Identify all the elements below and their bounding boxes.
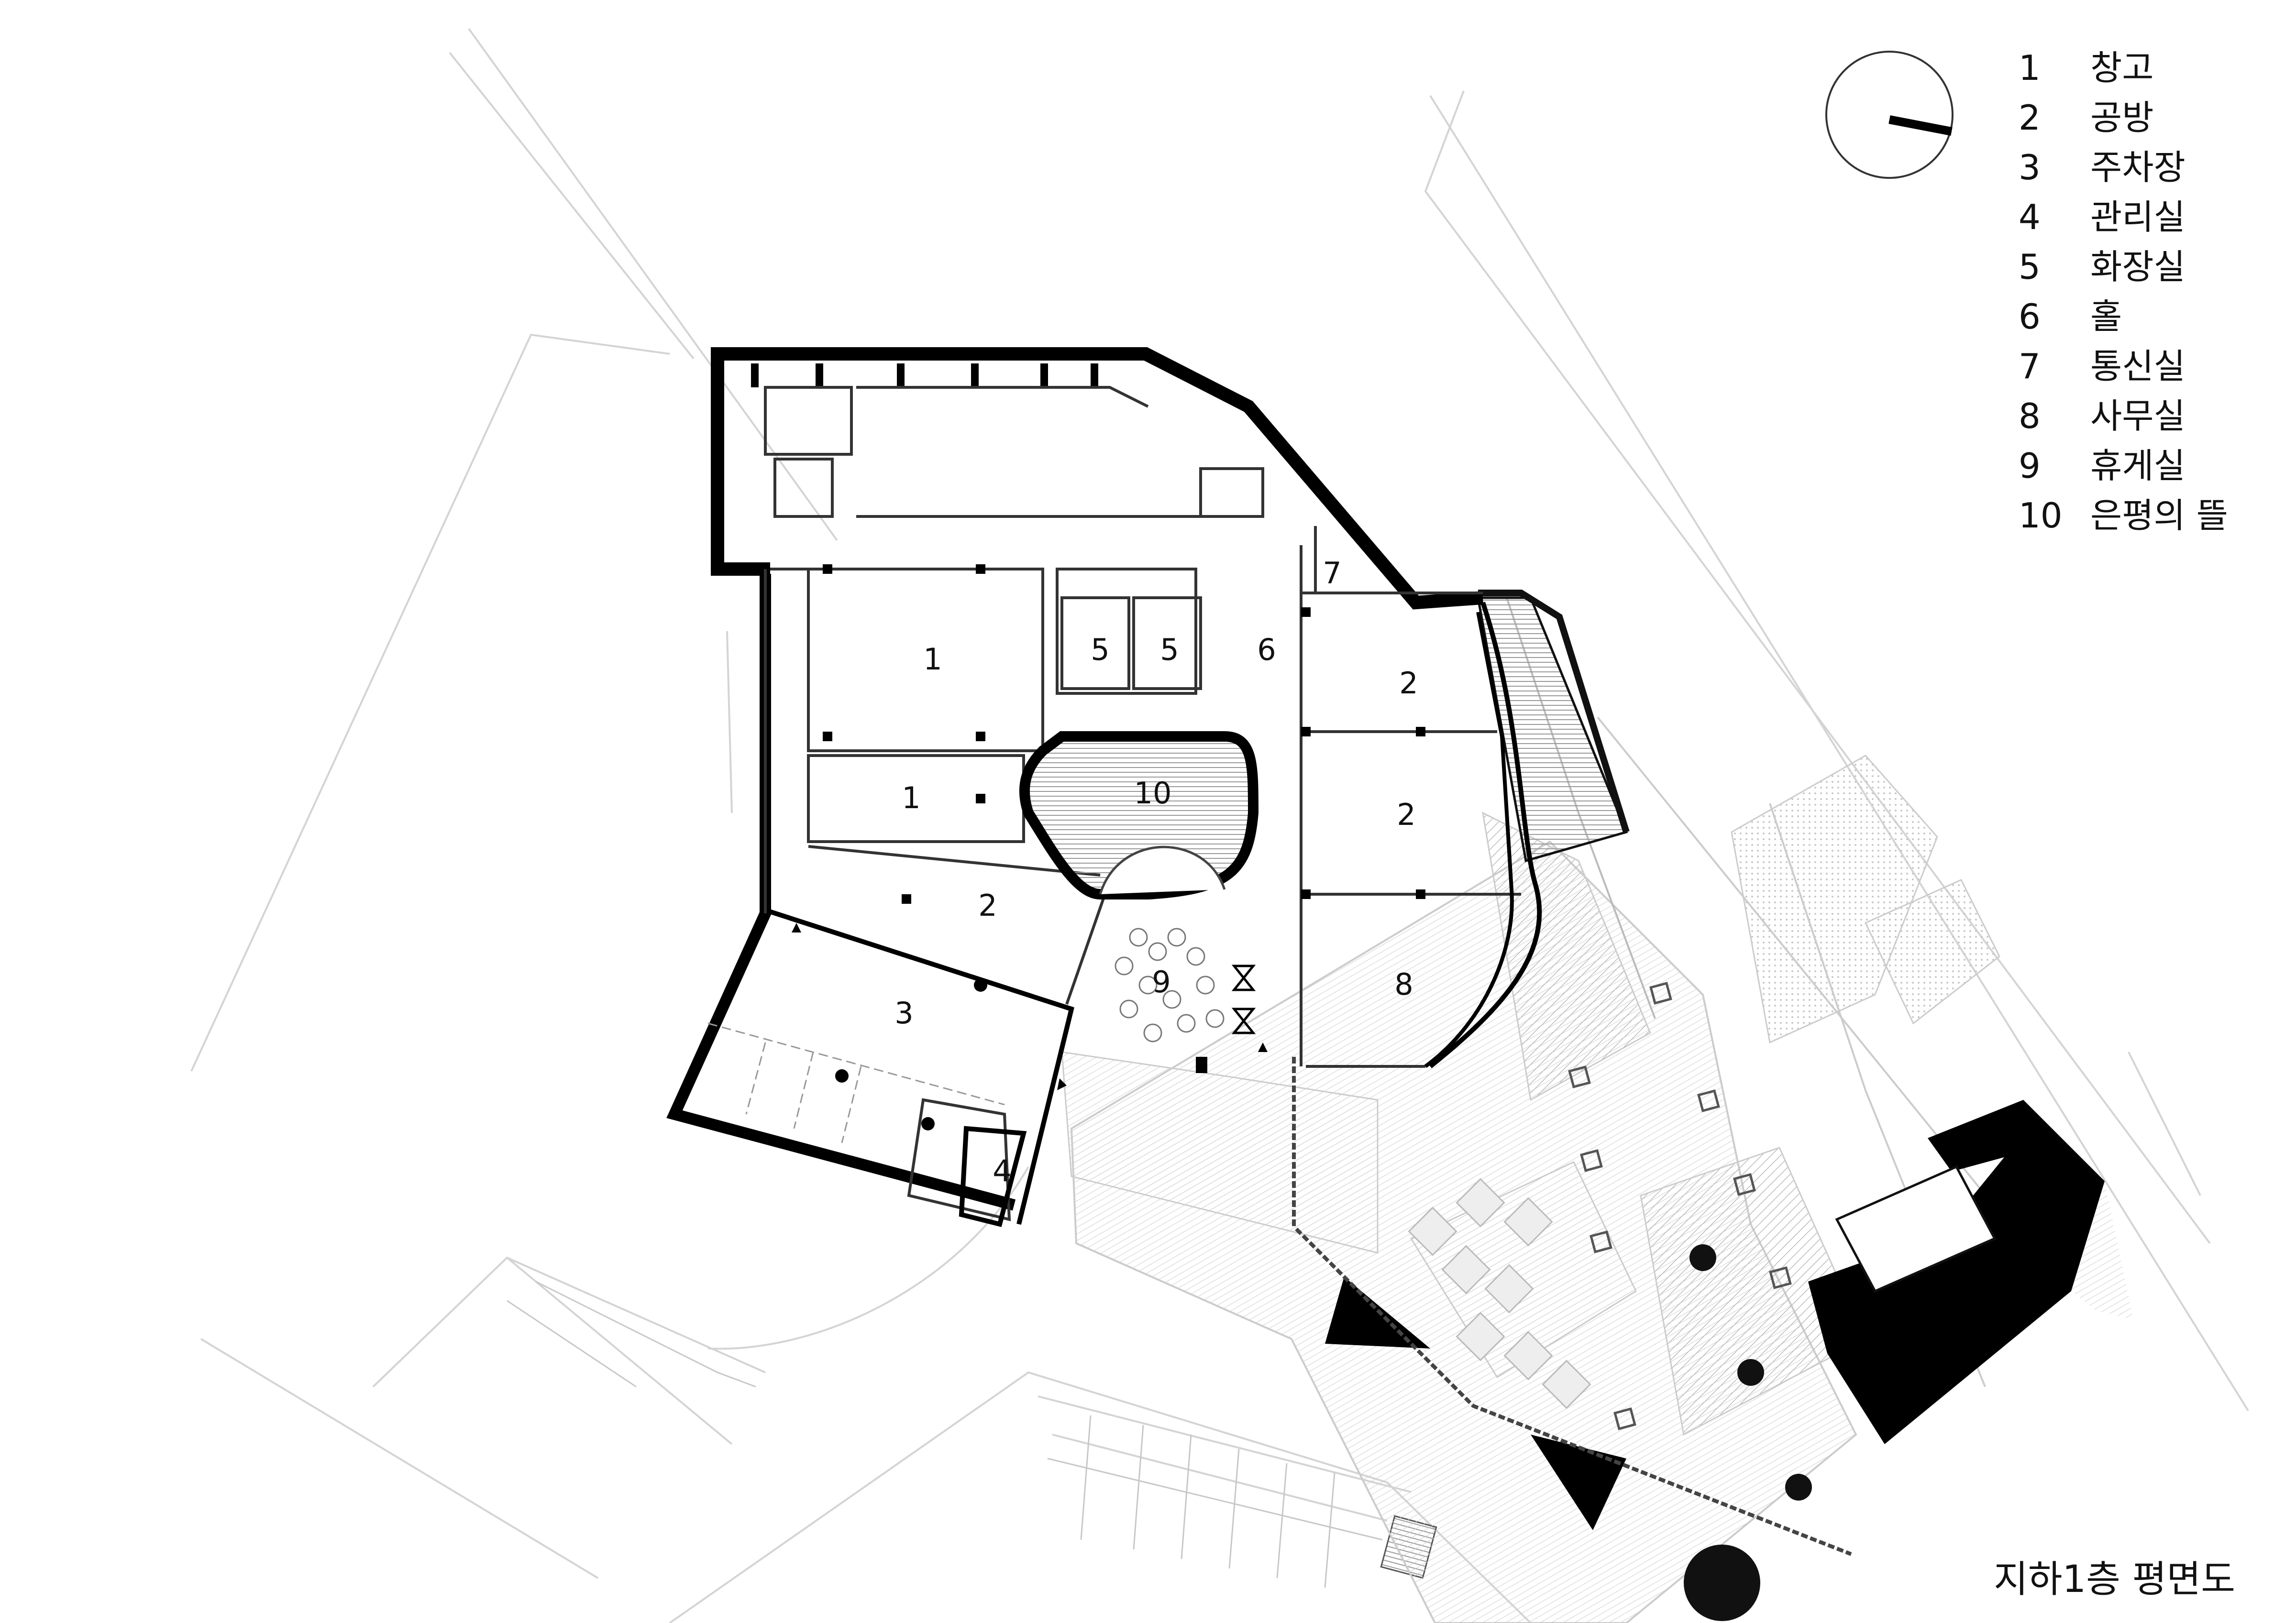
room-9-label: 9 [1152, 965, 1170, 999]
north-arrow-icon [1825, 51, 1954, 179]
legend-label: 홀 [2090, 296, 2122, 337]
legend-item: 2 공방 [2019, 93, 2228, 143]
legend-label: 통신실 [2090, 346, 2186, 386]
building [666, 347, 1542, 1228]
plaza-diamonds [1408, 1178, 1591, 1409]
legend-label: 휴게실 [2090, 446, 2186, 486]
room-8-label: 8 [1394, 967, 1413, 1002]
legend-label: 주차장 [2090, 147, 2186, 187]
legend-number: 5 [2019, 247, 2041, 287]
legend-label: 은평의 뜰 [2090, 495, 2228, 536]
room-1-label: 1 [902, 780, 920, 815]
plaza-features [1568, 982, 1792, 1430]
room-2-label: 2 [1399, 666, 1418, 701]
legend-label: 창고 [2090, 48, 2154, 88]
legend-number: 3 [2019, 147, 2041, 187]
site-context [190, 28, 2249, 1623]
legend-number: 2 [2019, 98, 2041, 138]
parking-stalls [507, 1281, 1383, 1588]
legend-item: 5 화장실 [2019, 242, 2228, 292]
legend-item: 10 은평의 뜰 [2019, 491, 2228, 540]
courtyard [1019, 731, 1259, 899]
room-6-label: 6 [1257, 632, 1276, 667]
room-5-label: 5 [1091, 632, 1109, 667]
legend-label: 공방 [2090, 98, 2154, 138]
legend-number: 7 [2019, 346, 2041, 386]
legend-item: 1 창고 [2019, 43, 2228, 93]
legend-item: 9 휴게실 [2019, 441, 2228, 491]
room-2-label: 2 [1397, 797, 1415, 832]
room-1-label: 1 [923, 642, 942, 677]
legend-item: 7 통신실 [2019, 341, 2228, 391]
stools [1231, 965, 1256, 1034]
exterior-stair [1477, 590, 1630, 863]
legend-label: 사무실 [2090, 396, 2186, 436]
legend-number: 6 [2019, 296, 2041, 337]
legend-number: 9 [2019, 446, 2041, 486]
room-7-label: 7 [1323, 556, 1341, 591]
room-10-label: 10 [1134, 776, 1172, 811]
room-4-label: 4 [993, 1153, 1011, 1188]
walkway [1292, 1057, 1852, 1556]
legend-item: 3 주차장 [2019, 143, 2228, 192]
room-5-label: 5 [1160, 632, 1179, 667]
tree-markers [1684, 1244, 1812, 1621]
legend-label: 관리실 [2090, 197, 2186, 237]
deck-hatch [2023, 1100, 2133, 1320]
legend-label: 화장실 [2090, 247, 2186, 287]
legend-item: 8 사무실 [2019, 391, 2228, 441]
legend-number: 8 [2019, 396, 2041, 436]
legend-number: 10 [2019, 495, 2063, 536]
legend-number: 4 [2019, 197, 2041, 237]
legend-number: 1 [2019, 48, 2041, 88]
drawing-title: 지하1층 평면도 [1994, 1558, 2235, 1601]
lounge-seating [1115, 928, 1225, 1042]
legend-item: 4 관리실 [2019, 192, 2228, 242]
plaza [1061, 597, 2010, 1623]
room-2-label: 2 [978, 888, 997, 923]
pool [1835, 1165, 1997, 1293]
room-3-label: 3 [894, 996, 913, 1031]
